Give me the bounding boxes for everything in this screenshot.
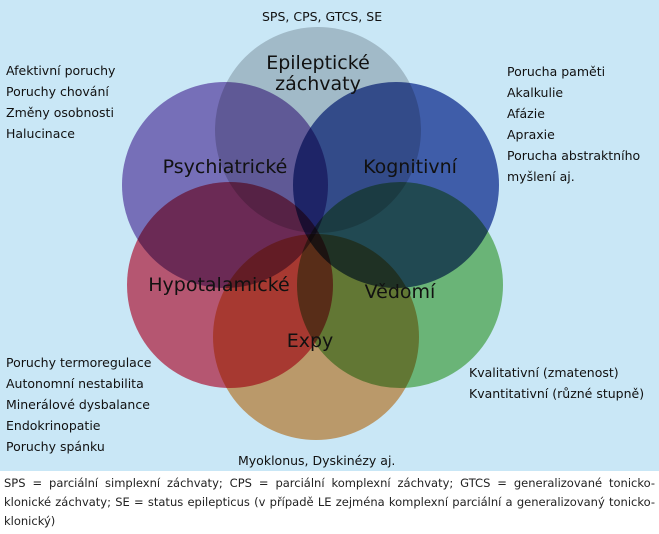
- list-item: Minerálové dysbalance: [6, 397, 150, 412]
- label-vedomi: Vědomí: [364, 281, 436, 303]
- list-item: Afektivní poruchy: [6, 63, 116, 78]
- list-item: Porucha paměti: [507, 64, 606, 79]
- list-consciousness-symptoms: Kvalitativní (zmatenost) Kvantitativní (r…: [469, 362, 644, 404]
- label-psychiatricke: Psychiatrické: [162, 156, 288, 178]
- list-item: Afázie: [507, 106, 545, 121]
- label-hypotalamicke: Hypotalamické: [148, 274, 290, 296]
- list-item: myšlení aj.: [507, 169, 575, 184]
- label-kognitivni: Kognitivní: [363, 156, 457, 178]
- list-item: Autonomní nestabilita: [6, 376, 144, 391]
- list-item: Poruchy termoregulace: [6, 355, 152, 370]
- venn-figure: SPS, CPS, GTCS, SE Epileptické záchvaty …: [0, 0, 659, 471]
- circle-expy: [213, 234, 419, 440]
- label-epilepticke: Epileptické záchvaty: [243, 53, 393, 95]
- figure-caption: SPS = parciální simplexní záchvaty; CPS …: [4, 476, 655, 528]
- list-item: Kvalitativní (zmatenost): [469, 365, 619, 380]
- list-item: Halucinace: [6, 126, 75, 141]
- list-item: Apraxie: [507, 127, 555, 142]
- top-label: SPS, CPS, GTCS, SE: [262, 9, 383, 24]
- bottom-label: Myoklonus, Dyskinézy aj.: [238, 453, 396, 468]
- list-item: Poruchy chování: [6, 84, 109, 99]
- list-item: Akalkulie: [507, 85, 564, 100]
- venn-diagram: [122, 27, 503, 440]
- list-item: Poruchy spánku: [6, 439, 105, 454]
- list-item: Porucha abstraktního: [507, 148, 641, 163]
- label-expy: Expy: [286, 330, 334, 352]
- label-epilepticke-line2: záchvaty: [275, 73, 361, 95]
- list-item: Změny osobnosti: [6, 105, 114, 120]
- list-item: Endokrinopatie: [6, 418, 101, 433]
- label-epilepticke-line1: Epileptické: [266, 52, 370, 74]
- list-item: Kvantitativní (různé stupně): [469, 386, 645, 401]
